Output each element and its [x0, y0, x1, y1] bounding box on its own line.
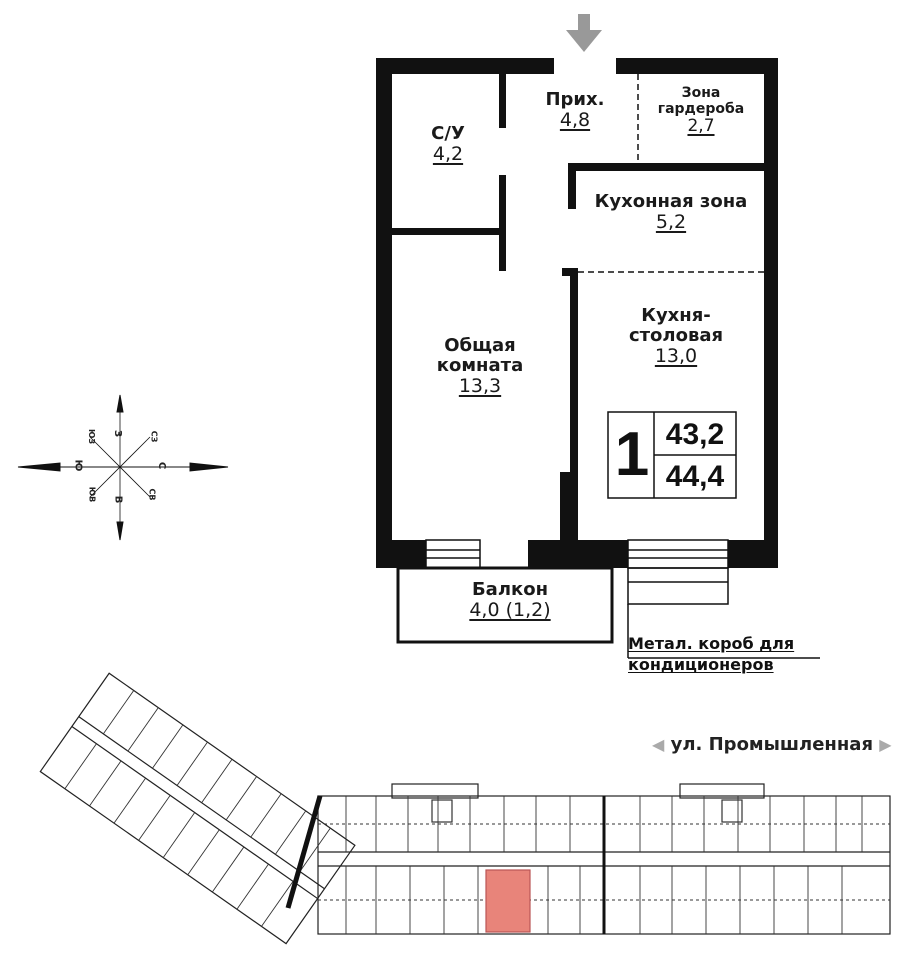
compass-n: С [156, 461, 168, 470]
room-balcony: Балкон 4,0 (1,2) [440, 579, 580, 622]
room-name-line1: Кухня- [641, 305, 711, 326]
street-label: ◀ ул. Промышленная ▶ [652, 734, 892, 755]
entry-arrow-icon [566, 14, 602, 52]
room-area: 5,2 [655, 211, 687, 234]
window-living [425, 539, 481, 569]
room-area: 13,0 [654, 345, 698, 368]
room-name: Балкон [471, 579, 549, 600]
summary-box [607, 411, 737, 499]
total-area: 44,4 [665, 460, 725, 493]
room-area: 13,3 [458, 375, 502, 398]
zone-separators [578, 74, 764, 273]
room-name: С/У [431, 123, 465, 144]
ac-box-note: Метал. короб для кондиционеров [628, 634, 794, 676]
street-name: ул. Промышленная [670, 734, 874, 755]
room-name-line2: гардероба [657, 100, 745, 117]
compass-rose-icon [17, 394, 229, 541]
compass-sw: ЮЗ [87, 428, 97, 445]
room-wardrobe: Зона гардероба 2,7 [646, 85, 756, 137]
room-bathroom: С/У 4,2 [416, 123, 480, 166]
room-name: Прих. [545, 89, 605, 110]
room-name-line2: комната [436, 355, 524, 377]
room-hall: Прих. 4,8 [530, 89, 620, 132]
compass-ne: СЗ [149, 430, 159, 443]
interior-walls [392, 74, 764, 540]
room-area: 2,7 [687, 116, 715, 137]
building-plan [39, 672, 891, 945]
ac-note-line1: Метал. короб для [628, 634, 795, 653]
left-arrow-icon: ◀ [652, 735, 665, 754]
room-name-line1: Зона [681, 85, 721, 101]
room-count: 1 [614, 420, 650, 489]
room-area: 4,0 (1,2) [469, 599, 551, 622]
living-area: 43,2 [665, 418, 725, 451]
compass-w: З [112, 429, 124, 438]
room-name-line2: столовая [628, 325, 724, 347]
room-kitchen-zone: Кухонная зона 5,2 [588, 191, 754, 234]
compass-e: В [112, 495, 124, 504]
compass-se: СВ [147, 488, 157, 501]
room-name-line1: Общая [444, 335, 516, 356]
room-living: Общая комната 13,3 [420, 335, 540, 398]
right-arrow-icon: ▶ [879, 735, 892, 754]
room-area: 4,8 [559, 109, 591, 132]
highlighted-apartment [485, 869, 531, 933]
compass-nw: ЮВ [87, 486, 97, 503]
room-name: Кухонная зона [594, 191, 748, 212]
room-kitchen-dining: Кухня- столовая 13,0 [606, 305, 746, 368]
window-kitchen [627, 539, 729, 569]
ac-note-line2: кондиционеров [628, 654, 774, 674]
outer-walls [376, 58, 778, 568]
room-area: 4,2 [432, 143, 464, 166]
compass-s: Ю [72, 459, 84, 472]
balcony-outline [396, 566, 614, 644]
ac-box [627, 567, 820, 659]
